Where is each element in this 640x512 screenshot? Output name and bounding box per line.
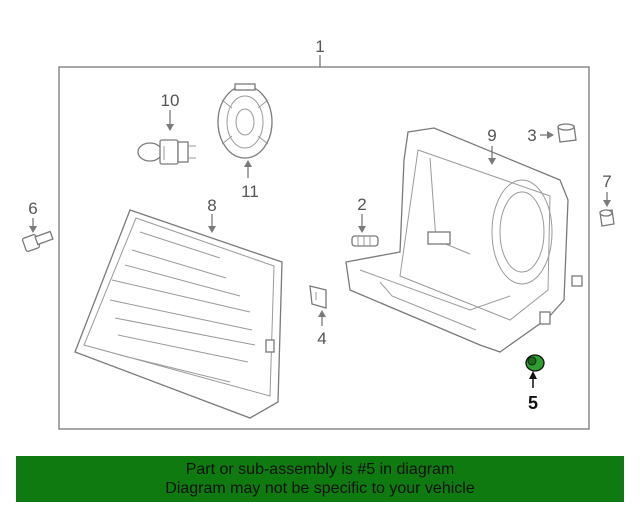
headlamp-housing-part[interactable] [345, 127, 583, 353]
callout-10[interactable]: 10 [161, 91, 180, 110]
callout-3[interactable]: 3 [527, 126, 536, 145]
adjuster-screw-part[interactable] [351, 235, 379, 247]
callout-9[interactable]: 9 [487, 126, 496, 145]
grommet-part[interactable] [557, 123, 577, 143]
parts-diagram: 1 10 11 8 6 [21, 37, 615, 430]
headlamp-lens-part[interactable] [74, 209, 283, 419]
bolt-part[interactable] [21, 230, 54, 253]
socket-retainer-part[interactable] [217, 83, 273, 159]
callout-11[interactable]: 11 [241, 182, 259, 201]
footer-banner: Part or sub-assembly is #5 in diagram Di… [16, 456, 624, 502]
callout-7[interactable]: 7 [602, 172, 611, 191]
callout-4[interactable]: 4 [317, 329, 326, 348]
callout-8[interactable]: 8 [207, 196, 216, 215]
nut-part[interactable] [599, 209, 615, 227]
callout-6[interactable]: 6 [28, 199, 37, 218]
bulb-part[interactable] [137, 139, 196, 165]
assembly-frame [58, 66, 590, 430]
footer-line-1: Part or sub-assembly is #5 in diagram [185, 461, 455, 478]
callout-5[interactable]: 5 [528, 393, 538, 413]
callout-2[interactable]: 2 [357, 195, 366, 214]
highlighted-nut-part[interactable] [525, 354, 545, 372]
callout-1[interactable]: 1 [315, 37, 324, 56]
bracket-clip-part[interactable] [309, 285, 327, 309]
footer-line-2: Diagram may not be specific to your vehi… [165, 480, 475, 497]
